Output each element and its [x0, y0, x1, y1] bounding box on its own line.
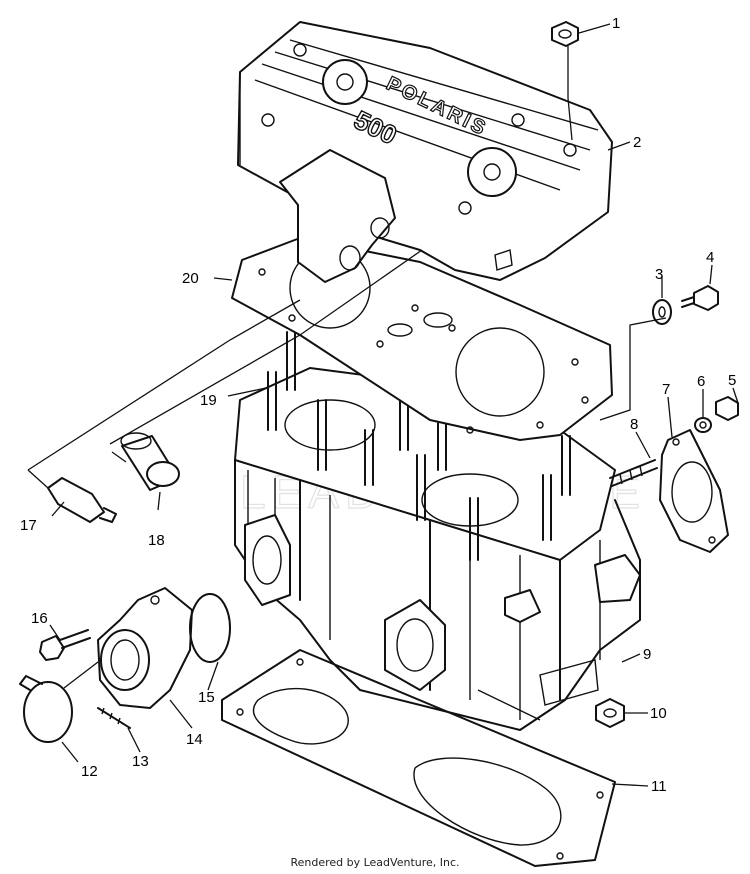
washer[interactable]	[652, 299, 672, 325]
exhaust-stud[interactable]	[609, 459, 658, 487]
callout-19: 19	[200, 392, 217, 409]
callout-3: 3	[655, 266, 663, 283]
callout-15: 15	[198, 689, 215, 706]
intake-flange[interactable]	[97, 587, 193, 709]
callout-8: 8	[630, 416, 638, 433]
callout-labels: 1 2 3 4 5 6 7 8 9 10 11 12 13 14 15 16 1…	[20, 15, 736, 795]
callout-1: 1	[612, 15, 620, 32]
callout-6: 6	[697, 373, 705, 390]
cylinder-head-cover[interactable]: POLARIS 500	[237, 21, 613, 283]
callout-4: 4	[706, 249, 714, 266]
temp-bolt[interactable]	[681, 285, 719, 311]
lock-washer[interactable]	[694, 417, 712, 433]
base-gasket[interactable]	[221, 649, 616, 867]
o-ring[interactable]	[189, 593, 231, 663]
callout-5: 5	[728, 372, 736, 389]
hose-clamp[interactable]	[19, 675, 73, 743]
flange-nut[interactable]	[715, 396, 739, 421]
callout-17: 17	[20, 517, 37, 534]
flange-bolt[interactable]	[39, 629, 91, 661]
callout-18: 18	[148, 532, 165, 549]
exhaust-gasket[interactable]	[659, 429, 729, 553]
callout-7: 7	[662, 381, 670, 398]
callout-11: 11	[651, 778, 667, 795]
rubber-sleeve[interactable]	[120, 432, 180, 491]
leader-lines	[27, 23, 739, 787]
callout-13: 13	[132, 753, 149, 770]
callout-16: 16	[31, 610, 48, 627]
render-credit: Rendered by LeadVenture, Inc.	[290, 856, 460, 869]
callout-9: 9	[643, 646, 651, 663]
cylinder-studs[interactable]	[267, 331, 571, 561]
callout-14: 14	[186, 731, 203, 748]
base-nut[interactable]	[595, 698, 625, 728]
temperature-sensor[interactable]	[47, 477, 117, 523]
clamp-screw[interactable]	[97, 707, 131, 729]
callout-20: 20	[182, 270, 199, 287]
head-gasket[interactable]	[231, 237, 613, 441]
cover-nut[interactable]	[551, 21, 579, 47]
callout-2: 2	[633, 134, 641, 151]
callout-12: 12	[81, 763, 98, 780]
callout-10: 10	[650, 705, 667, 722]
